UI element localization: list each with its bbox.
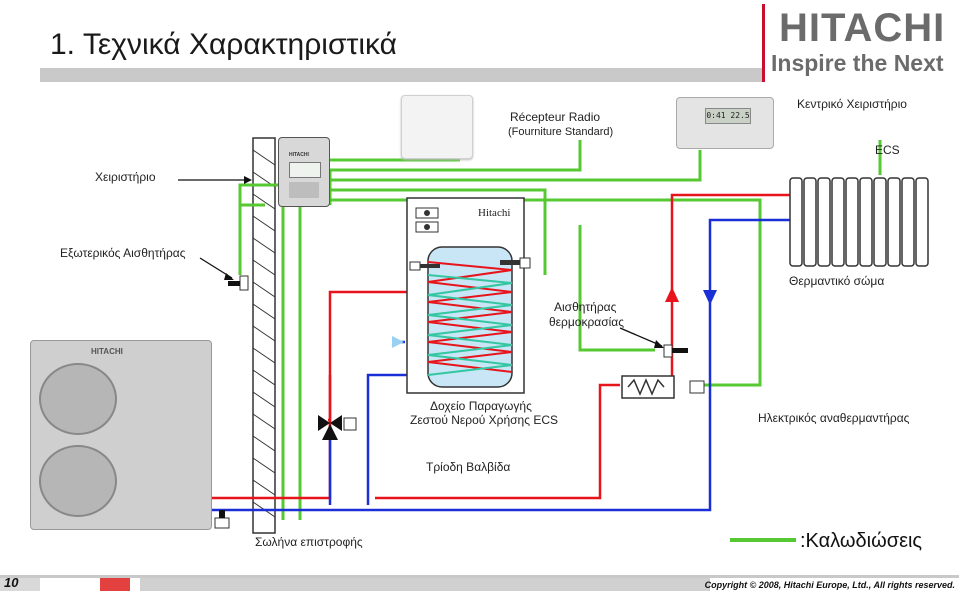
label-recepteur-sub: (Fourniture Standard) xyxy=(508,126,614,138)
cold-flow-arrow xyxy=(703,290,717,305)
header-accent xyxy=(0,0,40,82)
footer-red-block xyxy=(0,578,40,591)
outdoor-sensor xyxy=(199,257,249,291)
label-hitachi-tank: Hitachi xyxy=(478,207,511,219)
legend-cables-label: :Καλωδιώσεις xyxy=(800,530,923,552)
outdoor-unit: HITACHI xyxy=(30,340,212,530)
label-ecs: ECS xyxy=(875,143,900,157)
wall xyxy=(252,137,276,534)
header-bar xyxy=(0,68,762,82)
label-radiator: Θερμαντικό σώμα xyxy=(789,274,885,288)
thermostat-display: 0:41 22.5 xyxy=(705,108,751,124)
page-title: 1. Τεχνικά Χαρακτηριστικά xyxy=(50,28,397,61)
label-tank-1: Δοχείο Παραγωγής xyxy=(430,399,532,413)
label-three-way-valve: Τρίοδη Βαλβίδα xyxy=(426,460,511,474)
hitachi-logo: HITACHI Inspire the Next xyxy=(762,4,959,82)
label-return-pipe: Σωλήνα επιστροφής xyxy=(255,535,363,549)
label-recepteur: Récepteur Radio xyxy=(510,110,601,124)
label-central-controller: Κεντρικό Χειριστήριο xyxy=(797,97,907,111)
controller-screen xyxy=(289,162,321,178)
controller-buttons xyxy=(289,182,319,198)
hot-flow-arrow xyxy=(665,287,679,302)
label-tank-2: Ζεστού Νερού Χρήσης ECS xyxy=(410,413,559,427)
temp-sensor xyxy=(619,327,688,358)
label-temp-sensor-2: θερμοκρασίας xyxy=(549,315,624,329)
label-electric-heater: Ηλεκτρικός αναθερμαντήρας xyxy=(758,411,910,425)
radiator xyxy=(789,177,929,267)
outdoor-unit-brand: HITACHI xyxy=(91,347,123,356)
blue-arrow-small xyxy=(392,336,404,348)
logo-brand: HITACHI xyxy=(779,6,946,50)
outdoor-fan-top xyxy=(39,363,117,435)
electric-heater xyxy=(621,375,705,399)
three-way-valve xyxy=(318,415,357,440)
footer-grey-1 xyxy=(140,578,710,591)
wall-controller: HITACHI xyxy=(278,137,330,207)
radio-receiver xyxy=(401,95,473,159)
label-temp-sensor-1: Αισθητήρας xyxy=(554,300,617,314)
controller-brand: HITACHI xyxy=(289,152,309,158)
copyright: Copyright © 2008, Hitachi Europe, Ltd., … xyxy=(704,580,955,590)
dhw-tank xyxy=(406,197,531,394)
label-controller: Χειριστήριο xyxy=(95,170,156,184)
label-outdoor-sensor: Εξωτερικός Αισθητήρας xyxy=(60,246,186,260)
thermostat: 0:41 22.5 xyxy=(676,97,774,149)
logo-tagline: Inspire the Next xyxy=(771,50,944,76)
page-number: 10 xyxy=(4,575,19,590)
wiring xyxy=(238,140,882,542)
footer-bar-grey xyxy=(0,575,959,578)
outdoor-fan-bottom xyxy=(39,445,117,517)
return-sensor xyxy=(214,510,230,529)
footer-red-1 xyxy=(100,578,130,591)
